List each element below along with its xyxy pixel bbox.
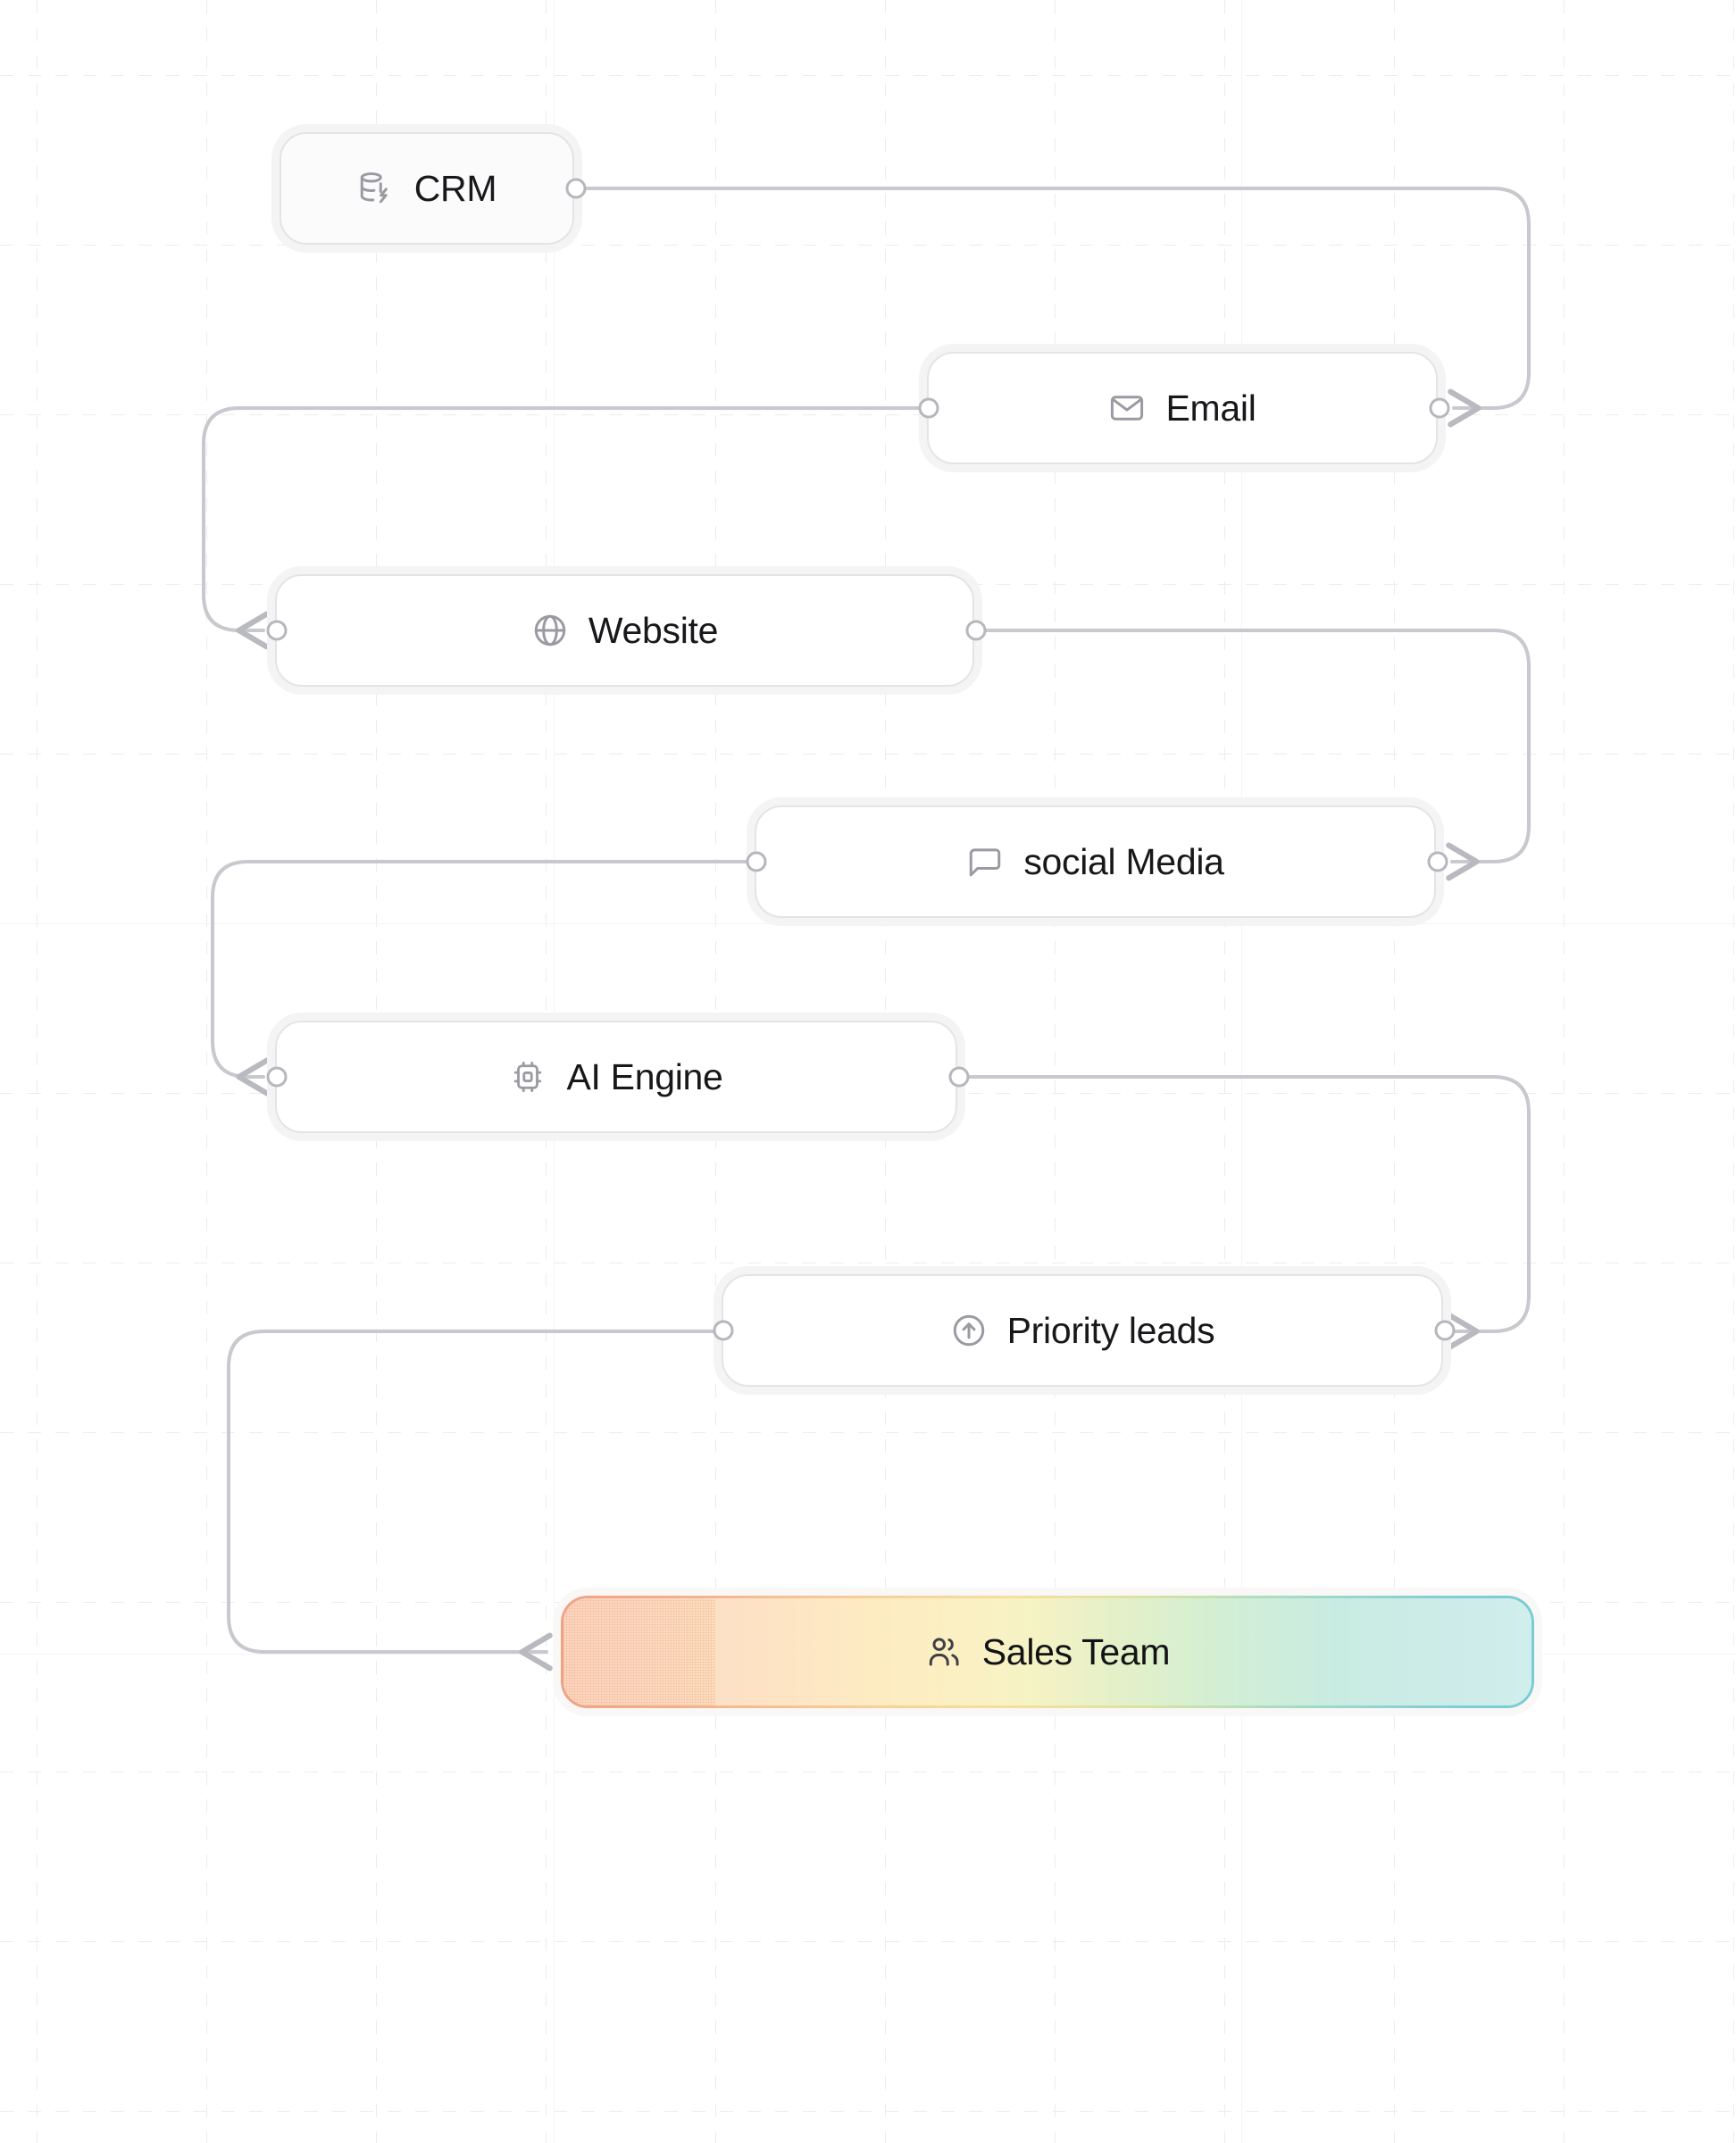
node-label: Sales Team	[981, 1630, 1171, 1672]
node-social-media[interactable]: social Media	[746, 805, 1448, 918]
port-source-right[interactable]	[565, 178, 587, 199]
grid-major-horizontal	[0, 923, 1736, 924]
port-target-left[interactable]	[266, 620, 288, 641]
grid-line-horizontal	[0, 1432, 1736, 1433]
grid-line-vertical	[1224, 0, 1225, 2143]
grid-line-horizontal	[0, 1941, 1736, 1942]
arrow-up-circle-icon	[950, 1312, 988, 1349]
port-source-left[interactable]	[713, 1320, 734, 1341]
grid-line-horizontal	[0, 2111, 1736, 2112]
grid-line-vertical	[206, 0, 207, 2143]
port-source-left[interactable]	[746, 851, 767, 872]
cpu-chip-icon	[509, 1058, 547, 1096]
node-sales-team[interactable]: Sales Team	[561, 1596, 1534, 1708]
grid-line-vertical	[1055, 0, 1056, 2143]
port-source-left[interactable]	[918, 397, 939, 419]
node-ai-engine[interactable]: AI Engine	[266, 1021, 970, 1133]
grid-line-horizontal	[0, 923, 1736, 924]
grid-line-horizontal	[0, 245, 1736, 246]
node-email[interactable]: Email	[918, 352, 1450, 464]
port-target-right[interactable]	[1427, 851, 1448, 872]
port-target-left[interactable]	[266, 1066, 288, 1088]
envelope-icon	[1108, 389, 1146, 427]
node-label: social Media	[1023, 840, 1224, 882]
port-target-right[interactable]	[1429, 397, 1450, 419]
users-group-icon	[925, 1633, 963, 1671]
node-label: CRM	[413, 167, 497, 209]
grid-line-horizontal	[0, 754, 1736, 755]
grid-line-vertical	[1394, 0, 1395, 2143]
node-label: Email	[1165, 387, 1256, 429]
node-website[interactable]: Website	[266, 574, 987, 687]
gradient-fill	[563, 1598, 1532, 1705]
grid-line-vertical	[37, 0, 38, 2143]
node-label: AI Engine	[566, 1055, 723, 1097]
database-lightning-icon	[357, 170, 395, 207]
grid-line-vertical	[1733, 0, 1734, 2143]
globe-icon	[531, 612, 569, 649]
node-crm[interactable]: CRM	[280, 132, 587, 245]
chat-bubble-icon	[966, 843, 1004, 880]
grid-major-vertical	[1241, 0, 1242, 2143]
node-label: Website	[588, 609, 719, 651]
node-priority-leads[interactable]: Priority leads	[713, 1274, 1456, 1387]
grid-line-horizontal	[0, 414, 1736, 415]
port-target-right[interactable]	[1434, 1320, 1456, 1341]
grid-line-vertical	[1564, 0, 1565, 2143]
node-label: Priority leads	[1006, 1309, 1215, 1351]
port-source-right[interactable]	[948, 1066, 970, 1088]
grid-line-horizontal	[0, 75, 1736, 76]
port-source-right[interactable]	[965, 620, 987, 641]
